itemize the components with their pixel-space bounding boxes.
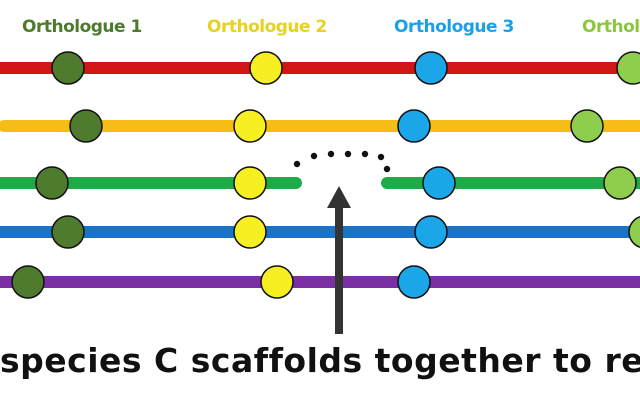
line-green-node-3 — [422, 166, 456, 200]
caption-text: species C scaffolds together to reunite … — [0, 341, 640, 380]
line-blue-node-2 — [233, 215, 267, 249]
bridge-dot-2 — [310, 152, 318, 160]
line-green-node-4 — [603, 166, 637, 200]
arrow-head — [327, 186, 351, 208]
line-blue-node-1 — [51, 215, 85, 249]
header-orthologue-2: Orthologue 2 — [207, 17, 327, 37]
line-red-node-1 — [51, 51, 85, 85]
line-blue-node-4 — [628, 216, 640, 248]
bridge-dot-6 — [377, 153, 385, 161]
orthologue-nodes — [11, 51, 640, 299]
line-green-node-1 — [35, 166, 69, 200]
line-yellow-node-4 — [570, 109, 604, 143]
line-red-node-2 — [249, 51, 283, 85]
line-yellow-node-2 — [233, 109, 267, 143]
line-red-node-3 — [414, 51, 448, 85]
bridge-dot-3 — [327, 150, 335, 158]
line-purple-node-2 — [260, 265, 294, 299]
up-arrow-icon — [327, 186, 351, 334]
bridge-dot-7 — [383, 165, 391, 173]
line-red-node-4 — [616, 51, 640, 85]
bridge-dot-5 — [361, 150, 369, 158]
line-green-node-2 — [233, 166, 267, 200]
line-purple-node-1 — [11, 265, 45, 299]
bridge-dot-1 — [293, 160, 301, 168]
line-blue-node-3 — [414, 215, 448, 249]
header-orthologue-1: Orthologue 1 — [22, 17, 142, 37]
header-orthologue-4: Ortholo — [582, 17, 640, 37]
dotted-link — [293, 150, 391, 173]
chromosome-lines — [0, 62, 640, 288]
line-yellow-node-1 — [69, 109, 103, 143]
bridge-dot-4 — [344, 150, 352, 158]
header-orthologue-3: Orthologue 3 — [394, 17, 514, 37]
line-yellow-node-3 — [397, 109, 431, 143]
line-purple-node-3 — [397, 265, 431, 299]
